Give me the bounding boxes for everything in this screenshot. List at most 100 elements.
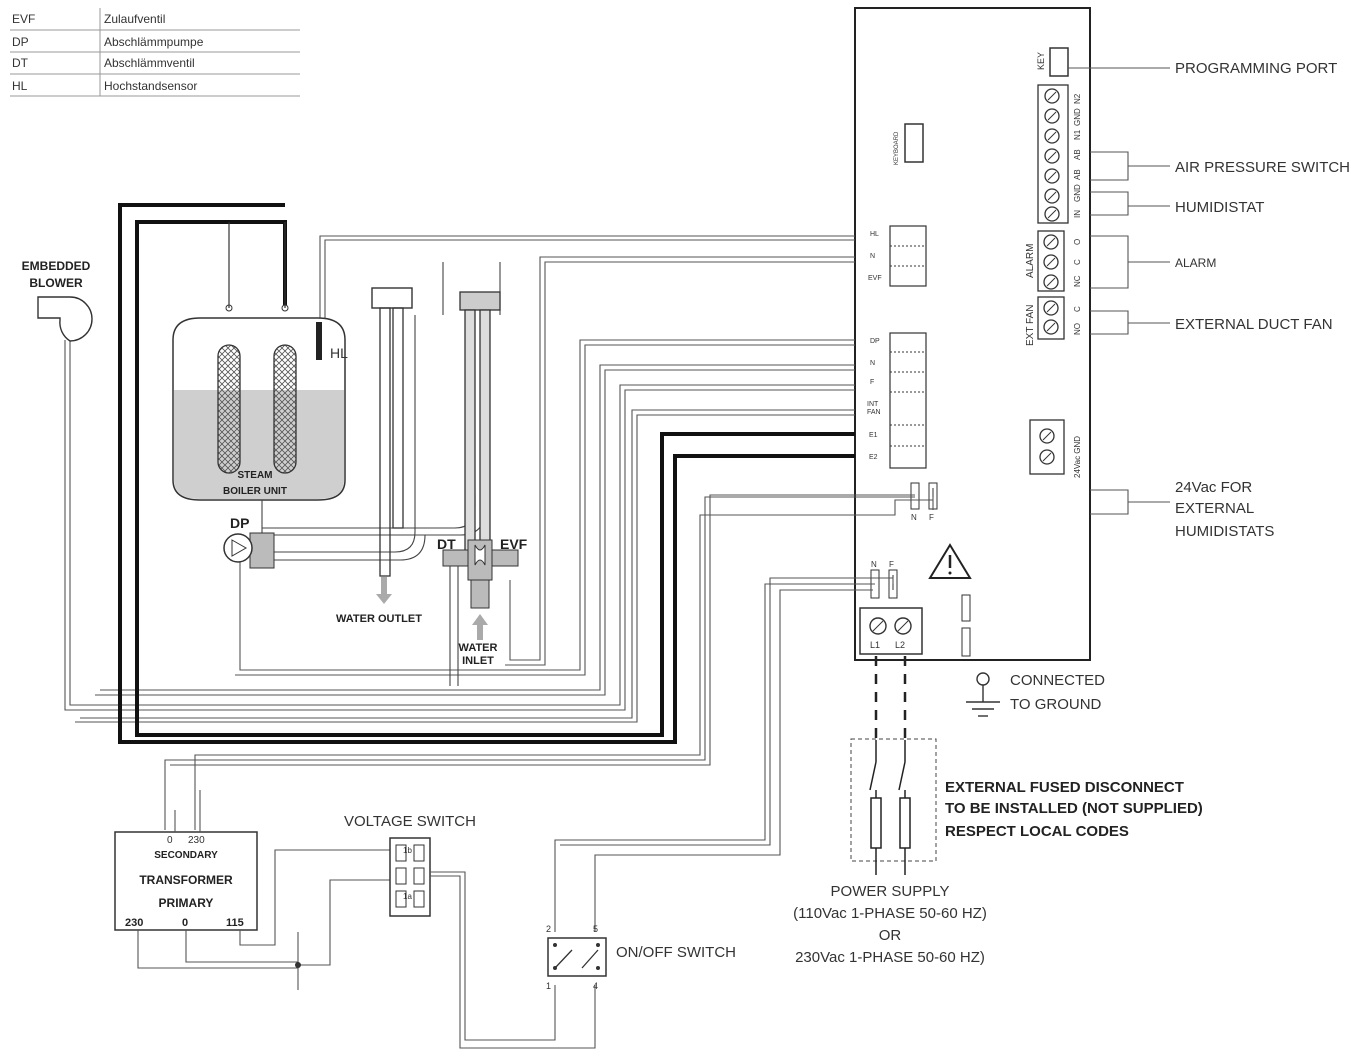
steam-boiler bbox=[37, 222, 519, 686]
conn-int: INT bbox=[867, 401, 879, 408]
alarm-pin-nc: NC bbox=[1073, 275, 1082, 287]
label-disconnect-3: RESPECT LOCAL CODES bbox=[945, 823, 1129, 840]
label-power-supply-3: OR bbox=[879, 927, 902, 944]
label-dt: DT bbox=[437, 536, 456, 552]
power-n: N bbox=[871, 560, 877, 569]
alarm-pin-c: C bbox=[1073, 259, 1082, 265]
alarm-screw-icon bbox=[1043, 274, 1059, 290]
conn-dp: DP bbox=[870, 338, 880, 345]
fused-disconnect bbox=[850, 656, 937, 875]
tb-gnd2: GND bbox=[1073, 184, 1082, 202]
terminal-screw-icon bbox=[1044, 88, 1060, 104]
label-power-supply-2: (110Vac 1-PHASE 50-60 HZ) bbox=[793, 905, 987, 922]
alarm-pin-o: O bbox=[1073, 239, 1082, 245]
alarm-screw-icon bbox=[1043, 254, 1059, 270]
conn-e2: E2 bbox=[869, 454, 878, 461]
label-power-supply-1: POWER SUPPLY bbox=[831, 883, 950, 900]
tb-gnd1: GND bbox=[1073, 108, 1082, 126]
oo-pin-4: 4 bbox=[593, 981, 598, 991]
legend-desc-dp: Abschlämmpumpe bbox=[104, 35, 204, 49]
label-connected: CONNECTED bbox=[1010, 672, 1105, 689]
tb-ab2: AB bbox=[1073, 169, 1082, 180]
small-f: F bbox=[929, 513, 934, 522]
control-board: KEY KEYBOARD HL N EVF DP N F INT FAN E1 … bbox=[854, 7, 1091, 661]
legend-code-evf: EVF bbox=[12, 12, 35, 26]
term-l2: L2 bbox=[895, 640, 905, 650]
label-on-off-switch: ON/OFF SWITCH bbox=[616, 944, 736, 961]
small-n: N bbox=[911, 513, 917, 522]
label-programming-port: PROGRAMMING PORT bbox=[1175, 60, 1337, 77]
vs-pin-1b: 1b bbox=[403, 846, 412, 855]
gnd24-screw-icon bbox=[1039, 449, 1055, 465]
label-disconnect-1: EXTERNAL FUSED DISCONNECT bbox=[945, 779, 1184, 796]
conn-evf: EVF bbox=[868, 275, 882, 282]
terminal-screw-icon bbox=[1044, 108, 1060, 124]
label-water-outlet: WATER OUTLET bbox=[336, 613, 422, 625]
gnd24-label: 24Vac GND bbox=[1073, 436, 1082, 478]
label-inlet: INLET bbox=[462, 655, 494, 667]
extfan-block-label: EXT FAN bbox=[1025, 305, 1036, 347]
vs-pin-1a: 1a bbox=[403, 892, 412, 901]
terminal-screw-icon bbox=[1044, 148, 1060, 164]
term-l1: L1 bbox=[870, 640, 880, 650]
oo-pin-2: 2 bbox=[546, 924, 551, 934]
tr-primary: PRIMARY bbox=[159, 896, 214, 910]
tr-secondary: SECONDARY bbox=[154, 850, 218, 861]
tr-transformer: TRANSFORMER bbox=[139, 873, 233, 887]
legend-desc-dt: Abschlämmventil bbox=[104, 56, 195, 70]
legend-desc-evf: Zulaufventil bbox=[104, 12, 165, 26]
transformer bbox=[114, 790, 390, 990]
label-external-duct-fan: EXTERNAL DUCT FAN bbox=[1175, 316, 1333, 333]
extfan-pin-no: NO bbox=[1073, 323, 1082, 335]
power-f: F bbox=[889, 560, 894, 569]
label-24vac-2: EXTERNAL bbox=[1175, 500, 1254, 517]
label-blower: BLOWER bbox=[29, 276, 83, 290]
extfan-screw-icon bbox=[1043, 300, 1059, 316]
tb-in: IN bbox=[1073, 210, 1082, 218]
voltage-switch bbox=[389, 837, 596, 1049]
legend-table: EVF Zulaufventil DP Abschlämmpumpe DT Ab… bbox=[10, 8, 300, 97]
tr-pri-0: 0 bbox=[182, 917, 188, 929]
label-evf: EVF bbox=[500, 536, 528, 552]
legend-code-dp: DP bbox=[12, 35, 29, 49]
label-air-pressure-switch: AIR PRESSURE SWITCH bbox=[1175, 159, 1350, 176]
label-steam: STEAM bbox=[238, 470, 273, 481]
legend-code-hl: HL bbox=[12, 79, 28, 93]
extfan-pin-c: C bbox=[1073, 306, 1082, 312]
tr-pri-115: 115 bbox=[226, 917, 244, 929]
conn-f: F bbox=[870, 379, 874, 386]
oo-pin-5: 5 bbox=[593, 924, 598, 934]
alarm-block-label: ALARM bbox=[1025, 244, 1036, 278]
label-disconnect-2: TO BE INSTALLED (NOT SUPPLIED) bbox=[945, 800, 1203, 817]
legend-desc-hl: Hochstandsensor bbox=[104, 79, 197, 93]
label-24vac-3: HUMIDISTATS bbox=[1175, 523, 1274, 540]
terminal-screw-icon bbox=[1044, 128, 1060, 144]
label-24vac-1: 24Vac FOR bbox=[1175, 479, 1252, 496]
tb-n1: N1 bbox=[1073, 129, 1082, 140]
label-boiler-unit: BOILER UNIT bbox=[223, 486, 287, 497]
label-embedded: EMBEDDED bbox=[22, 259, 91, 273]
on-off-switch bbox=[547, 937, 607, 977]
conn-e1: E1 bbox=[869, 432, 878, 439]
extfan-screw-icon bbox=[1043, 319, 1059, 335]
terminal-screw-icon bbox=[1044, 206, 1060, 222]
ground-icon bbox=[966, 672, 1000, 717]
tr-pri-230: 230 bbox=[125, 917, 143, 929]
label-dp: DP bbox=[230, 515, 249, 531]
keyboard-label: KEYBOARD bbox=[894, 131, 900, 165]
oo-pin-1: 1 bbox=[546, 981, 551, 991]
label-power-supply-4: 230Vac 1-PHASE 50-60 HZ) bbox=[795, 949, 985, 966]
gnd24-screw-icon bbox=[1039, 428, 1055, 444]
tr-sec-0: 0 bbox=[167, 835, 173, 846]
tr-sec-230: 230 bbox=[188, 835, 205, 846]
tb-n2: N2 bbox=[1073, 93, 1082, 104]
label-to-ground: TO GROUND bbox=[1010, 696, 1102, 713]
conn-hl: HL bbox=[870, 231, 879, 238]
terminal-screw-icon bbox=[1044, 188, 1060, 204]
conn-fan: FAN bbox=[867, 409, 881, 416]
label-water: WATER bbox=[459, 642, 498, 654]
conn-n: N bbox=[870, 253, 875, 260]
label-alarm: ALARM bbox=[1175, 256, 1216, 270]
wiring-thin bbox=[64, 235, 934, 932]
